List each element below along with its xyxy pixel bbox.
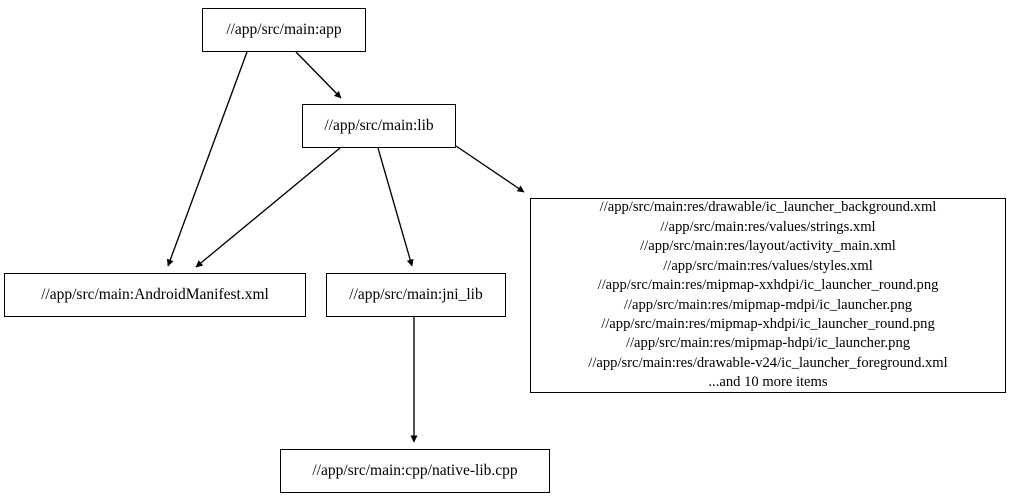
edge-lib-to-manifest xyxy=(195,147,341,268)
graph-node-app[interactable]: //app/src/main:app xyxy=(202,8,366,52)
graph-node-jni-lib-label: //app/src/main:jni_lib xyxy=(349,286,483,304)
graph-node-native-lib-cpp-label: //app/src/main:cpp/native-lib.cpp xyxy=(312,462,518,480)
graph-node-android-manifest-label: //app/src/main:AndroidManifest.xml xyxy=(41,286,269,304)
graph-node-lib-label: //app/src/main:lib xyxy=(324,117,434,135)
graph-node-res-group-label: //app/src/main:res/drawable/ic_launcher_… xyxy=(588,199,948,391)
graph-node-native-lib-cpp[interactable]: //app/src/main:cpp/native-lib.cpp xyxy=(280,449,550,493)
edge-app-to-manifest xyxy=(166,51,248,267)
graph-node-jni-lib[interactable]: //app/src/main:jni_lib xyxy=(326,273,506,317)
edge-lib-to-jni-lib xyxy=(377,147,414,267)
edge-app-to-lib xyxy=(295,51,342,99)
graph-node-app-label: //app/src/main:app xyxy=(226,21,342,39)
graph-node-android-manifest[interactable]: //app/src/main:AndroidManifest.xml xyxy=(4,273,306,317)
graph-node-lib[interactable]: //app/src/main:lib xyxy=(302,104,456,148)
graph-node-res-group[interactable]: //app/src/main:res/drawable/ic_launcher_… xyxy=(530,198,1006,393)
edge-lib-to-res xyxy=(455,145,525,193)
